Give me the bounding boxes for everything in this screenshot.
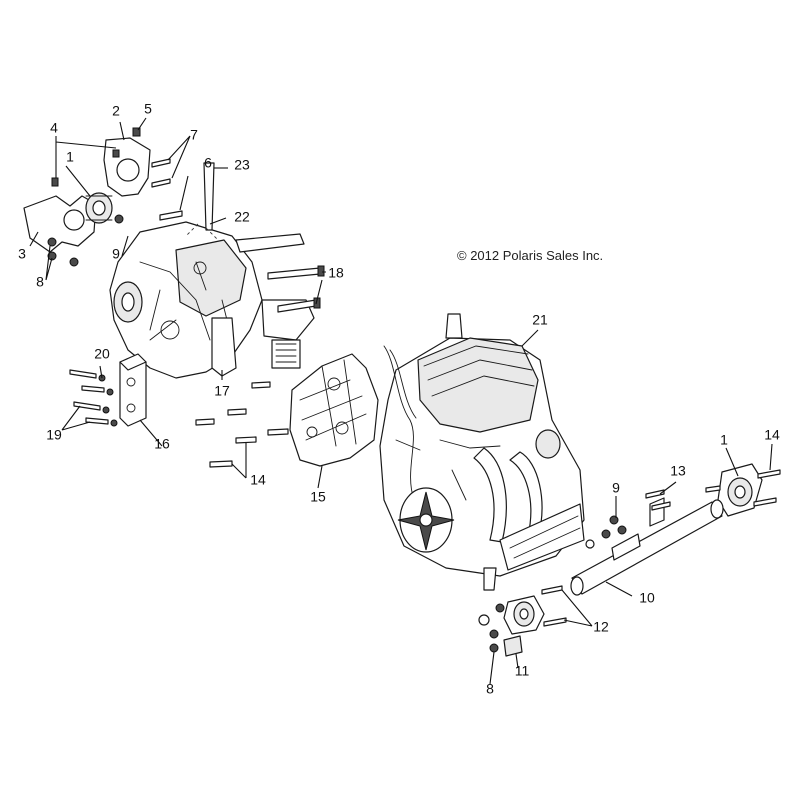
bracket-plate-left: [23, 195, 97, 253]
water-pump: [535, 429, 561, 459]
callout-14-rear: 14: [764, 427, 780, 443]
drain-plug: [483, 567, 497, 591]
bracket-hole: [116, 158, 140, 182]
long-bolt: [267, 267, 321, 280]
callout-numbers: 1 2 3 4 5 6 7 8 9 22 23 18 20 19 16 17 1…: [18, 101, 780, 697]
callout-13: 13: [670, 463, 686, 479]
bolt: [73, 401, 101, 411]
oil-pan: [499, 503, 585, 571]
bolt: [81, 385, 105, 393]
callout-21: 21: [532, 312, 548, 328]
bolt-head: [112, 149, 120, 158]
callout-4: 4: [50, 120, 58, 136]
callout-1: 1: [66, 149, 74, 165]
front-mount-bracket-assembly: [23, 127, 183, 267]
input-shaft-splines: [271, 339, 301, 369]
lower-mount-assembly: [478, 585, 567, 657]
callout-9-rear: 9: [612, 480, 620, 496]
callout-2: 2: [112, 103, 120, 119]
bolts-group-18: [267, 265, 325, 313]
bolt-shank: [159, 210, 183, 221]
callout-6: 6: [204, 155, 212, 171]
callout-5: 5: [144, 101, 152, 117]
callout-11: 11: [515, 663, 530, 679]
hardware-13-9: [585, 489, 671, 549]
spacer-bushing: [503, 635, 523, 657]
bracket-hole: [63, 209, 85, 231]
nut: [114, 214, 124, 224]
transmission-assembly: [109, 162, 315, 379]
bolt-head: [132, 127, 141, 137]
tube-bracket: [649, 497, 665, 527]
wiring-harness: [383, 345, 415, 501]
mount-tube: [571, 501, 723, 595]
nut: [69, 257, 79, 267]
engine-mount-block: [119, 353, 147, 427]
callout-8-lower: 8: [486, 681, 494, 697]
callout-1-rear: 1: [720, 432, 728, 448]
breather-fitting: [445, 313, 463, 339]
callout-22: 22: [234, 209, 250, 225]
bolt: [757, 469, 781, 479]
callout-18: 18: [328, 265, 344, 281]
callout-12: 12: [593, 619, 609, 635]
callout-17: 17: [214, 383, 230, 399]
nut: [47, 237, 57, 247]
bolt-head: [51, 177, 59, 187]
bolt: [69, 369, 97, 379]
callout-14: 14: [250, 472, 266, 488]
engine-assembly: [379, 313, 585, 591]
output-shaft: [235, 233, 305, 253]
callout-7: 7: [190, 127, 198, 143]
callout-9: 9: [112, 246, 120, 262]
callout-15: 15: [310, 489, 326, 505]
tube-bracket: [611, 533, 641, 561]
cylinder-head-cover: [417, 337, 539, 433]
callout-19: 19: [46, 427, 62, 443]
leader-lines: [29, 117, 773, 685]
bolt-shank: [151, 158, 171, 168]
rear-mount-assembly: [705, 463, 781, 517]
loose-bolts: [195, 381, 289, 468]
callout-16: 16: [154, 436, 170, 452]
shift-bracket: [211, 317, 237, 377]
bolt: [705, 485, 721, 493]
bolt: [85, 417, 109, 425]
callout-20: 20: [94, 346, 110, 362]
rubber-mount-bore: [92, 200, 106, 216]
mount-bracket-casting: [289, 353, 379, 467]
engine-mount-bracket-15: [289, 353, 379, 467]
callout-10: 10: [639, 590, 655, 606]
callout-8: 8: [36, 274, 44, 290]
mount-bar-10: [570, 497, 724, 596]
bolt: [753, 497, 777, 507]
copyright-notice: © 2012 Polaris Sales Inc.: [457, 248, 603, 263]
mount-block-16: [69, 353, 147, 427]
callout-3: 3: [18, 246, 26, 262]
callout-23: 23: [234, 157, 250, 173]
transmission-rear-case: [261, 299, 315, 341]
bolt-shank: [151, 178, 171, 188]
vent-tube: [203, 162, 215, 231]
